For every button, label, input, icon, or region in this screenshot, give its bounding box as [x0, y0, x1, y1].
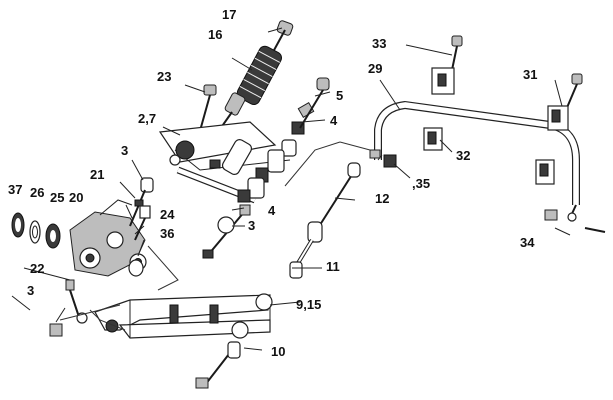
shock-absorber: [210, 20, 294, 140]
label-16: 16: [208, 27, 223, 42]
nut-3-lower: [49, 307, 66, 337]
label-3-upper: 3: [121, 143, 129, 158]
label-26: 26: [30, 185, 45, 200]
reference-lines: [59, 141, 371, 331]
label-4-lower: 4: [268, 203, 276, 218]
tie-rod-11: [289, 238, 314, 279]
label-24: 24: [160, 207, 175, 222]
nut-36: [128, 259, 144, 277]
label-32: 32: [456, 148, 471, 163]
label-17: 17: [222, 7, 237, 22]
nut-35: [369, 149, 397, 168]
label-37: 37: [8, 182, 23, 197]
label-3-mid: 3: [248, 218, 256, 233]
bolt-4-lower: [202, 204, 251, 259]
seal-37: [11, 212, 25, 238]
label-21: 21: [90, 167, 105, 182]
label-2-7: 2,7: [138, 111, 157, 126]
label-9-15: 9,15: [296, 297, 322, 312]
label-5: 5: [336, 88, 344, 103]
label-34: 34: [520, 235, 535, 250]
label-31: 31: [523, 67, 538, 82]
label-29: 29: [368, 61, 383, 76]
lower-a-arm: [94, 293, 273, 339]
label-20: 20: [69, 190, 84, 205]
knuckle-assembly: [69, 199, 147, 277]
label-22: 22: [30, 261, 45, 276]
label-12: 12: [375, 191, 390, 206]
label-25: 25: [50, 190, 65, 205]
label-10: 10: [271, 344, 286, 359]
tie-rod-10: [195, 341, 241, 389]
bracket-33: [423, 35, 463, 151]
bearing-25: [45, 223, 61, 249]
bushing-set-upper: [209, 101, 315, 203]
label-23: 23: [157, 69, 172, 84]
tie-rod-12: [307, 162, 361, 243]
nut-34: [544, 209, 606, 233]
bolt-21: [129, 177, 154, 227]
rear-bar-29: [374, 100, 580, 222]
label-35: ,35: [412, 176, 431, 191]
label-4-upper: 4: [330, 113, 338, 128]
label-36: 36: [160, 226, 175, 241]
bolt-22: [65, 279, 88, 324]
ring-26: [29, 220, 41, 244]
bracket-31: [535, 73, 583, 185]
label-3-lower: 3: [27, 283, 35, 298]
label-11: 11: [326, 259, 340, 274]
leader-lines: [11, 27, 571, 351]
label-33: 33: [372, 36, 387, 51]
